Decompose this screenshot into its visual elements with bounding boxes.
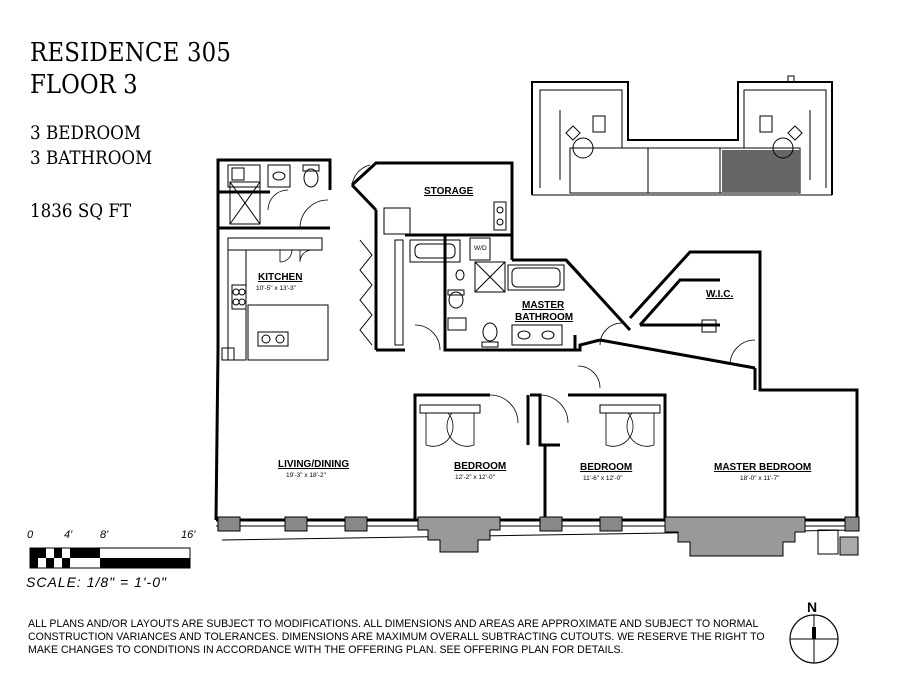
corridor-doors: [489, 365, 601, 424]
scale-tick-8: 8': [100, 529, 109, 541]
disclaimer-text: ALL PLANS AND/OR LAYOUTS ARE SUBJECT TO …: [28, 618, 765, 656]
bedroom-1-dimensions: 12'-2" x 12'-0": [455, 474, 496, 481]
bay-window-1: [417, 516, 501, 553]
bedroom-2-dimensions: 11'-6" x 12'-0": [583, 475, 623, 482]
washer-dryer-label: W/D: [474, 245, 487, 252]
powder-room-fixtures: [267, 164, 329, 229]
scale-tick-4: 4': [64, 529, 73, 541]
bathroom-count: 3 BATHROOM: [30, 147, 153, 169]
master-bedroom-label: MASTER BEDROOM: [714, 462, 811, 473]
wic-fixtures: [701, 319, 756, 366]
bedroom-1-label: BEDROOM: [454, 461, 506, 472]
residence-title: RESIDENCE 305: [30, 38, 232, 68]
wic-label: W.I.C.: [706, 289, 733, 300]
square-footage: 1836 SQ FT: [30, 200, 132, 222]
kitchen-label: KITCHEN: [258, 272, 302, 283]
shaft: [227, 164, 261, 225]
master-bathroom-label-1: MASTER: [522, 300, 565, 311]
bay-window-2: [664, 516, 859, 557]
bedroom-2-label: BEDROOM: [580, 462, 632, 473]
scale-tick-0: 0: [27, 529, 34, 541]
living-dining-label: LIVING/DINING: [278, 459, 349, 470]
floor-title: FLOOR 3: [30, 70, 138, 100]
scale-bar: [29, 547, 191, 569]
storage-fixtures: [351, 164, 507, 346]
master-bedroom-dimensions: 18'-0" x 11'-7": [740, 475, 780, 482]
kitchen-dimensions: 10'-5" x 13'-3": [256, 285, 297, 292]
unit-outline: [214, 158, 859, 541]
master-bathroom-label-2: BATHROOM: [515, 312, 573, 323]
kitchen-fixtures: [221, 237, 329, 361]
scale-label: SCALE: 1/8" = 1'-0": [26, 574, 167, 590]
key-plan: [531, 75, 833, 196]
north-compass: N: [789, 599, 839, 664]
bathroom-fixtures: [414, 261, 623, 351]
living-dining-dimensions: 19'-3" x 18'-2": [286, 472, 327, 479]
storage-label: STORAGE: [424, 186, 474, 197]
north-label: N: [807, 599, 817, 615]
bedroom-closets: [419, 404, 661, 447]
scale-tick-16: 16': [181, 529, 196, 541]
bedroom-count: 3 BEDROOM: [30, 122, 141, 144]
